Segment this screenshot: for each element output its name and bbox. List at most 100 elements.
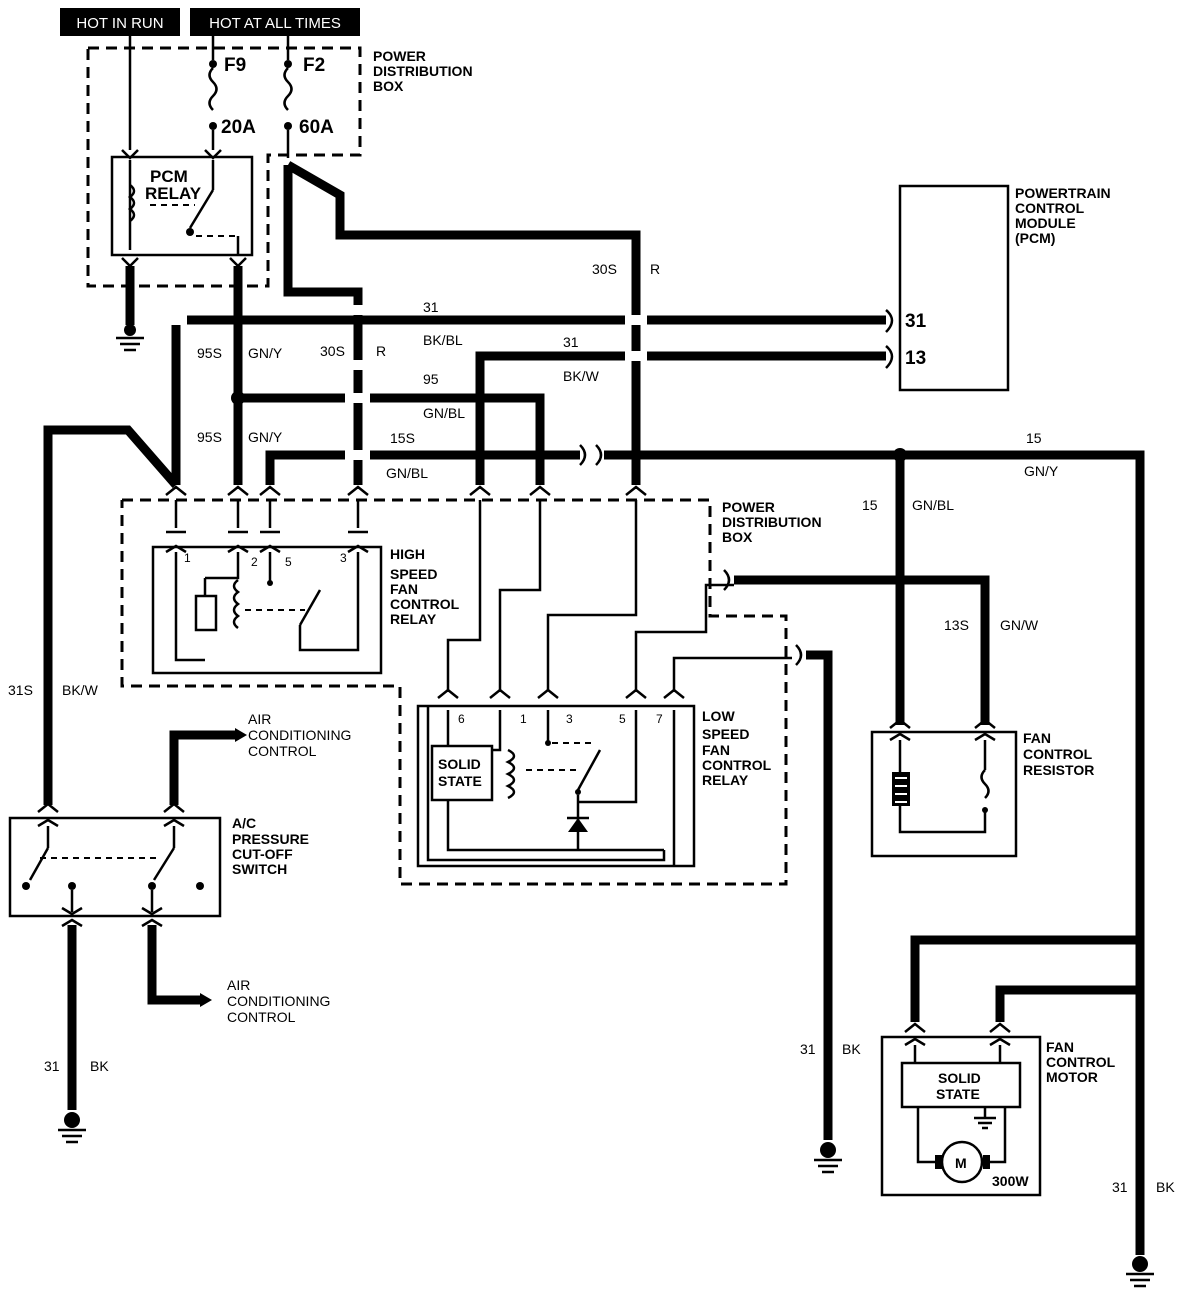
wire-harness [43, 161, 1145, 1255]
ground-icon [116, 324, 144, 352]
svg-text:FAN: FAN [1046, 1039, 1074, 1055]
power-distribution-box-mid-label: POWER DISTRIBUTION BOX [722, 499, 822, 545]
svg-text:BOX: BOX [722, 529, 753, 545]
svg-text:GN/BL: GN/BL [386, 465, 428, 481]
svg-text:HIGH: HIGH [390, 546, 425, 562]
svg-text:R: R [376, 343, 386, 359]
motor-icon: M [955, 1155, 967, 1171]
svg-text:FAN: FAN [702, 742, 730, 758]
svg-text:AIR: AIR [248, 711, 271, 727]
fuse-f9: F9 20A [208, 55, 256, 150]
svg-text:300W: 300W [992, 1173, 1029, 1189]
svg-text:15S: 15S [390, 430, 415, 446]
power-distribution-box-top-label: POWER DISTRIBUTION BOX [373, 48, 473, 94]
svg-text:BK: BK [842, 1041, 861, 1057]
svg-text:31S: 31S [8, 682, 33, 698]
svg-text:POWER: POWER [722, 499, 775, 515]
svg-text:PRESSURE: PRESSURE [232, 831, 309, 847]
ground-icon [58, 1112, 86, 1144]
svg-text:CONTROL: CONTROL [1023, 746, 1093, 762]
wire-labels: 30S R 31 BK/BL 31 BK/W 95S GN/Y 30S R 95… [8, 261, 1175, 1195]
svg-text:DISTRIBUTION: DISTRIBUTION [722, 514, 822, 530]
svg-text:F9: F9 [224, 55, 246, 76]
svg-text:RELAY: RELAY [702, 772, 749, 788]
high-speed-fan-control-relay: 1 2 5 3 HIGH SPEED FAN CONTROL RELAY [151, 544, 460, 675]
svg-text:6: 6 [458, 712, 465, 726]
svg-text:CONTROL: CONTROL [248, 743, 317, 759]
svg-text:GN/Y: GN/Y [248, 429, 283, 445]
svg-text:30S: 30S [320, 343, 345, 359]
svg-text:95: 95 [423, 371, 439, 387]
ground-icon [814, 1142, 842, 1174]
svg-text:GN/BL: GN/BL [912, 497, 954, 513]
svg-text:CONDITIONING: CONDITIONING [227, 993, 330, 1009]
svg-text:STATE: STATE [936, 1086, 980, 1102]
svg-text:5: 5 [619, 712, 626, 726]
svg-text:31: 31 [44, 1058, 60, 1074]
svg-text:R: R [650, 261, 660, 277]
svg-text:RELAY: RELAY [390, 611, 437, 627]
svg-text:BK/BL: BK/BL [423, 332, 463, 348]
svg-text:13S: 13S [944, 617, 969, 633]
svg-text:20A: 20A [221, 117, 256, 138]
svg-text:30S: 30S [592, 261, 617, 277]
svg-text:1: 1 [184, 551, 191, 565]
svg-text:CONDITIONING: CONDITIONING [248, 727, 351, 743]
svg-text:SPEED: SPEED [702, 726, 749, 742]
svg-text:7: 7 [656, 712, 663, 726]
svg-text:FAN: FAN [390, 581, 418, 597]
svg-text:31: 31 [423, 299, 439, 315]
svg-text:DISTRIBUTION: DISTRIBUTION [373, 63, 473, 79]
svg-text:GN/Y: GN/Y [1024, 463, 1059, 479]
svg-text:MODULE: MODULE [1015, 215, 1076, 231]
svg-text:BK/W: BK/W [62, 682, 99, 698]
wire-breaks [165, 305, 647, 460]
air-conditioning-control-top: AIR CONDITIONING CONTROL [248, 711, 351, 759]
svg-text:13: 13 [905, 348, 926, 369]
svg-text:3: 3 [340, 551, 347, 565]
svg-text:(PCM): (PCM) [1015, 230, 1055, 246]
powertrain-control-module: POWERTRAIN CONTROL MODULE (PCM) 31 13 [885, 184, 1111, 392]
low-speed-fan-control-relay: 6 1 3 5 7 SOLID STATE LOW SPEED FAN CONT… [416, 688, 772, 868]
svg-text:5: 5 [285, 555, 292, 569]
svg-text:31: 31 [905, 311, 927, 332]
fan-control-resistor: FAN CONTROL RESISTOR [870, 718, 1094, 858]
svg-text:CONTROL: CONTROL [390, 596, 460, 612]
svg-text:BK/W: BK/W [563, 368, 600, 384]
svg-text:FAN: FAN [1023, 730, 1051, 746]
svg-text:BK: BK [1156, 1179, 1175, 1195]
arrow-right-icon [200, 993, 212, 1007]
svg-text:95S: 95S [197, 345, 222, 361]
svg-text:HOT AT ALL TIMES: HOT AT ALL TIMES [209, 15, 341, 32]
svg-text:GN/W: GN/W [1000, 617, 1039, 633]
svg-text:RELAY: RELAY [145, 184, 202, 203]
svg-text:RESISTOR: RESISTOR [1023, 762, 1094, 778]
svg-text:31: 31 [800, 1041, 816, 1057]
svg-text:SOLID: SOLID [438, 756, 481, 772]
svg-text:CONTROL: CONTROL [227, 1009, 296, 1025]
svg-text:BK: BK [90, 1058, 109, 1074]
svg-text:1: 1 [520, 712, 527, 726]
power-distribution-box-mid-border [120, 498, 788, 886]
fuse-f2: F2 60A [283, 55, 334, 158]
svg-text:CONTROL: CONTROL [1046, 1054, 1116, 1070]
svg-text:STATE: STATE [438, 773, 482, 789]
hot-in-run-header: HOT IN RUN [60, 8, 180, 36]
arrow-right-icon [235, 728, 247, 742]
svg-text:31: 31 [1112, 1179, 1128, 1195]
pcm-relay: PCM RELAY [110, 149, 254, 268]
ac-pressure-cutoff-switch: A/C PRESSURE CUT-OFF SWITCH [8, 802, 309, 928]
svg-text:CONTROL: CONTROL [702, 757, 772, 773]
svg-text:GN/BL: GN/BL [423, 405, 465, 421]
svg-text:F2: F2 [303, 55, 325, 76]
svg-text:CONTROL: CONTROL [1015, 200, 1085, 216]
svg-text:POWER: POWER [373, 48, 426, 64]
hot-at-all-times-header: HOT AT ALL TIMES [190, 8, 360, 36]
svg-text:LOW: LOW [702, 708, 735, 724]
svg-text:CUT-OFF: CUT-OFF [232, 846, 293, 862]
power-distribution-box-top-border [86, 46, 362, 288]
svg-text:HOT IN RUN: HOT IN RUN [76, 15, 163, 32]
svg-text:15: 15 [1026, 430, 1042, 446]
svg-text:SWITCH: SWITCH [232, 861, 287, 877]
